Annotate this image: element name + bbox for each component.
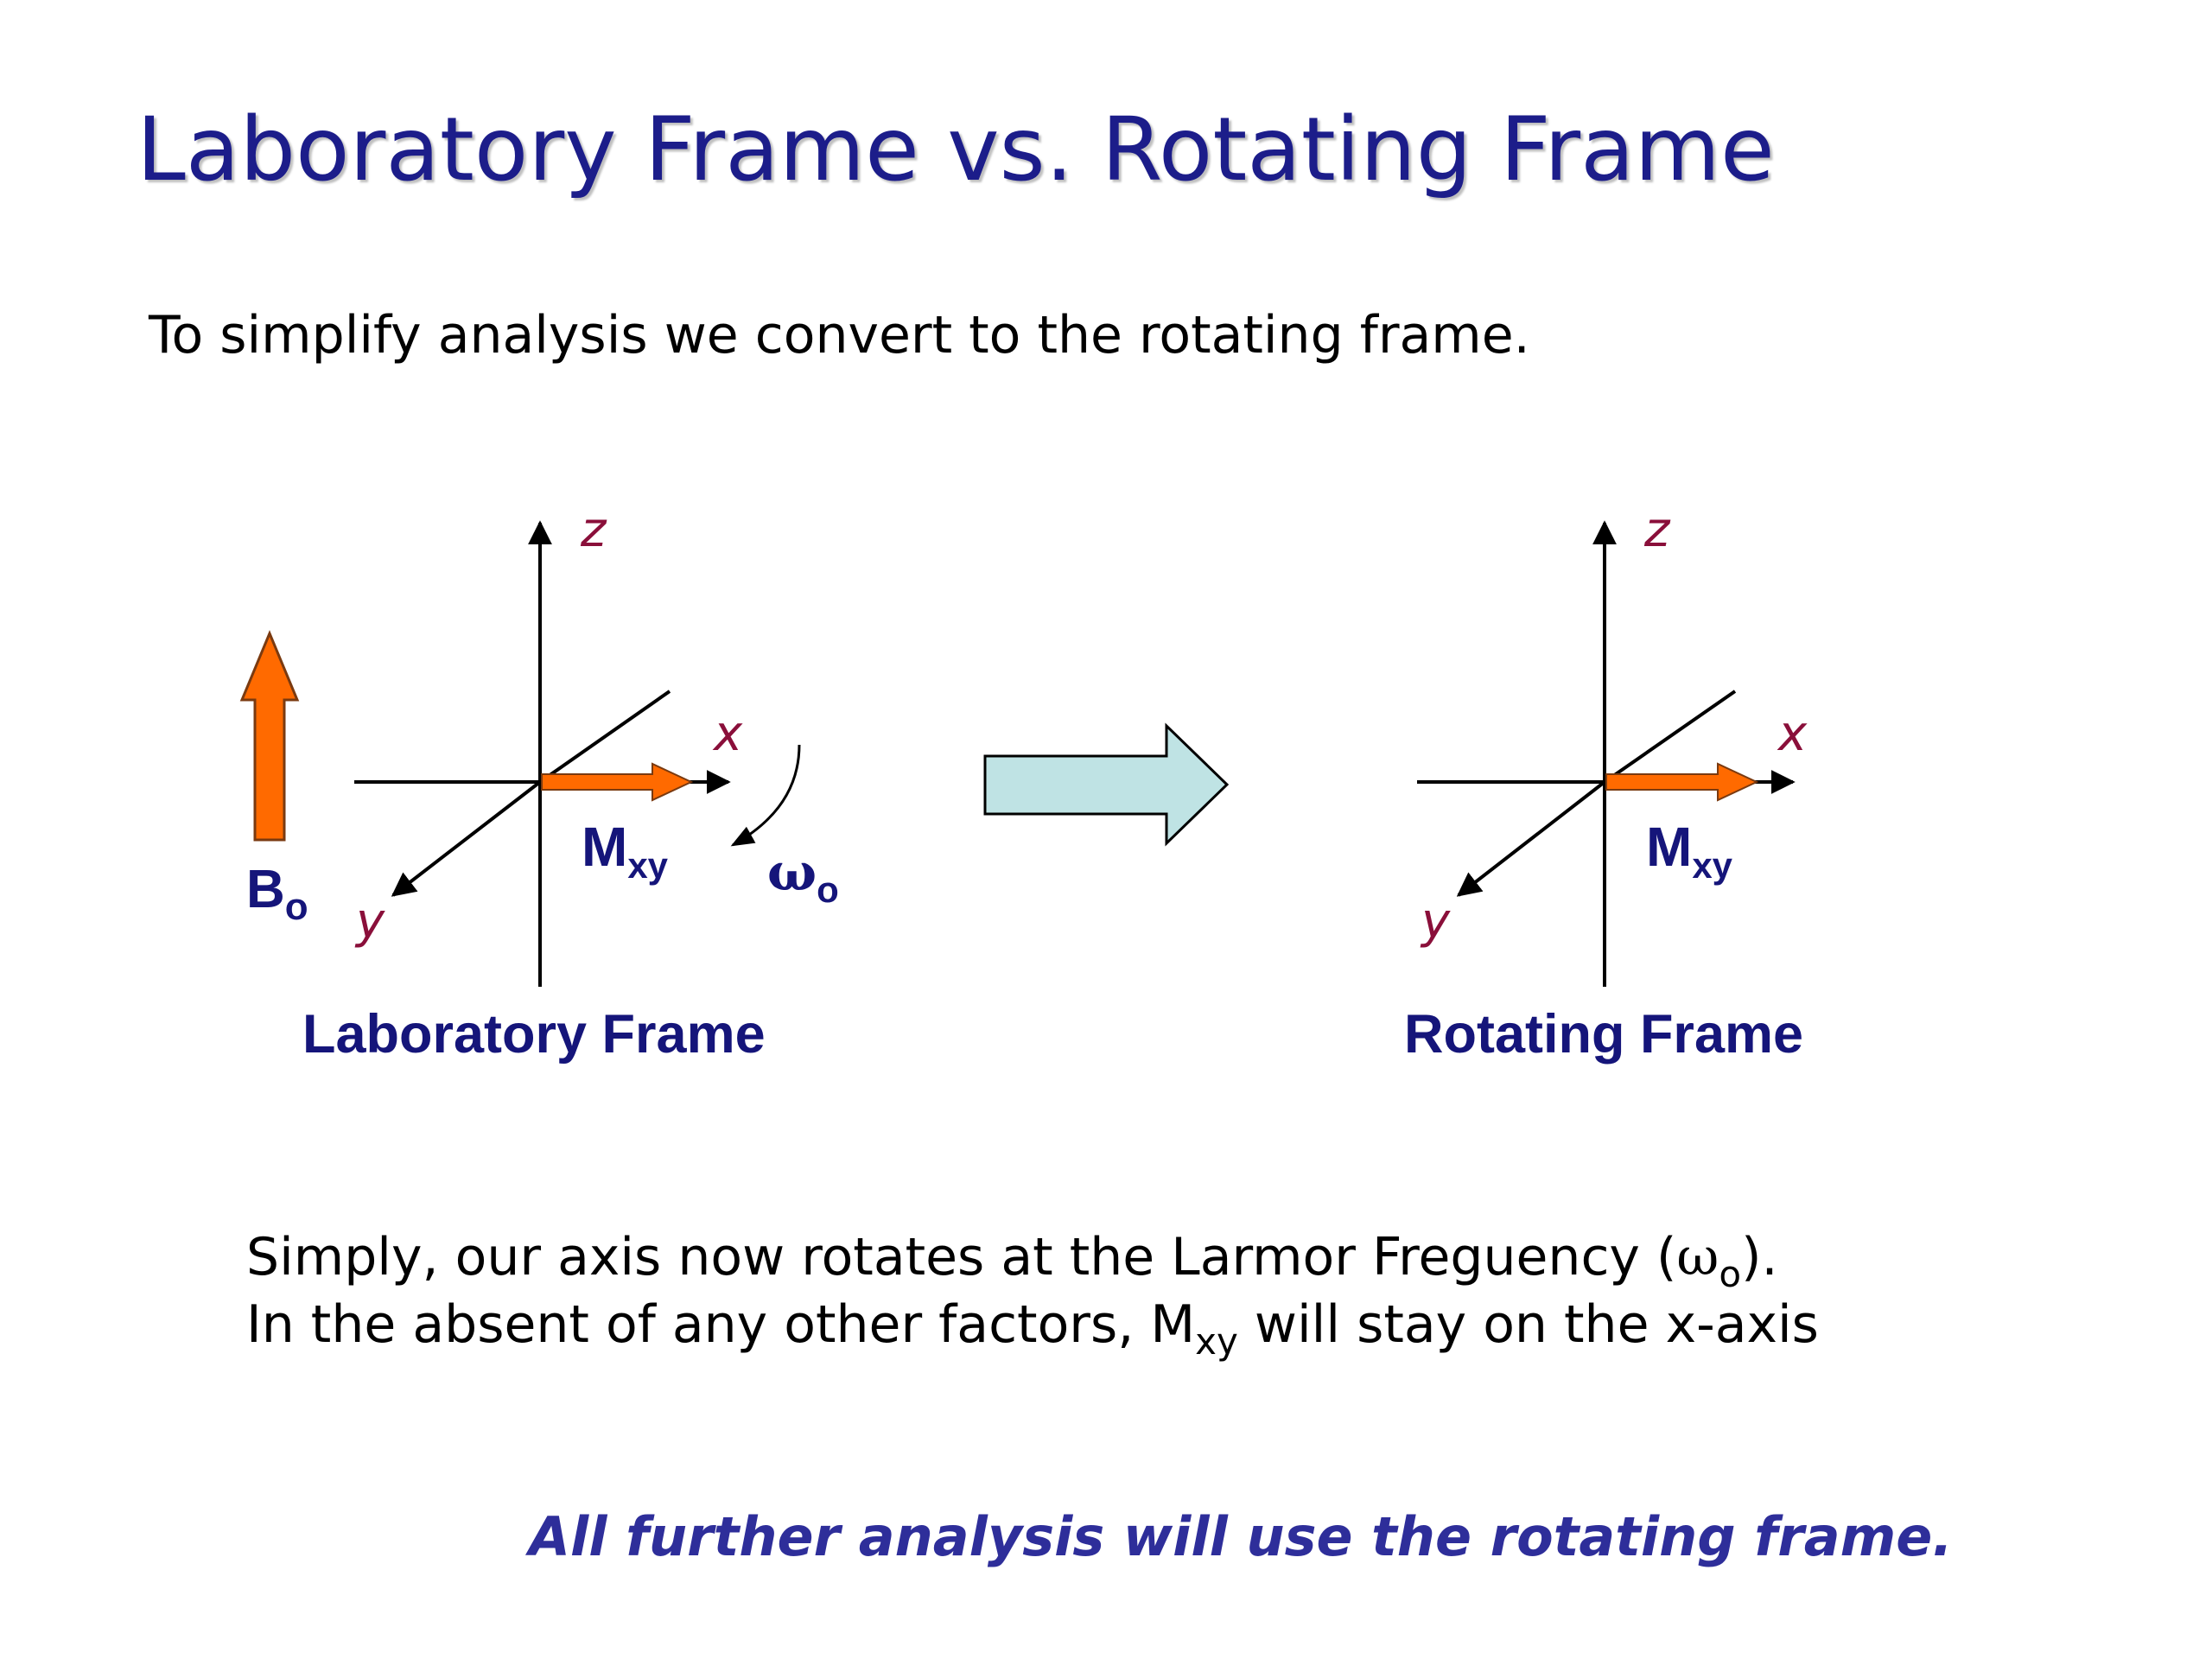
intro-text: To simplify analysis we convert to the r… [148,305,1530,365]
lab-mxy-label: Mxy [582,816,669,886]
rot-z-axis-label: z [1643,502,1671,558]
lab-y-axis [391,780,542,897]
lab-mxy-vector-arrow [541,762,694,802]
right-block-arrow-icon [983,722,1230,847]
conclusion-text: All further analysis will use the rotati… [524,1505,1953,1568]
rot-y-axis [1456,780,1606,897]
rot-mxy-label: Mxy [1646,816,1733,886]
rot-x-axis-label: x [1777,706,1808,762]
rot-mxy-vector-arrow [1605,762,1759,802]
explanation-line-1: Simply, our axis now rotates at the Larm… [246,1227,1778,1295]
explanation-line-2: In the absent of any other factors, Mxy … [246,1294,1819,1363]
b0-field-arrow-icon [239,630,300,842]
lab-x-axis-label: x [712,706,743,762]
b0-label: Bo [246,860,308,928]
rot-back-diagonal [1603,690,1737,784]
rot-y-axis-label: y [1420,893,1451,950]
slide-title: Laboratory Frame vs. Rotating Frame [137,99,1775,201]
laboratory-frame-label: Laboratory Frame [302,1004,766,1065]
lab-y-axis-label: y [354,893,385,950]
lab-back-diagonal [538,690,671,784]
rotating-frame-label: Rotating Frame [1404,1004,1803,1065]
lab-omega-label: ωo [767,842,839,910]
lab-z-axis-label: z [580,502,607,558]
laboratory-frame-diagram: Bo z y x Mxy ωo Laboratory Frame [239,502,839,1065]
rotating-frame-diagram: z y x Mxy Rotating Frame [1404,502,1808,1065]
lab-rotation-arrow [730,744,801,847]
